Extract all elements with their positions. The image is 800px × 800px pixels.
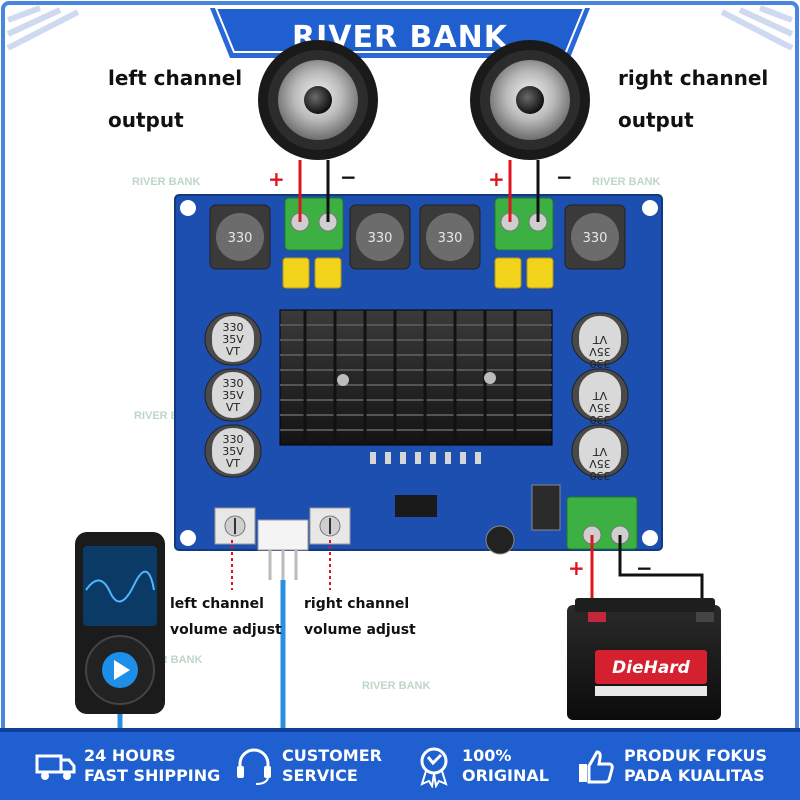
svg-text:VT: VT [593, 445, 608, 458]
watermark-text: RIVER BANK [362, 680, 431, 692]
svg-text:330: 330 [223, 377, 244, 390]
footer-line2: PADA KUALITAS [624, 766, 765, 785]
footer-line1: 100% [462, 746, 512, 765]
truck-icon [35, 754, 76, 780]
right-output-label-2: output [618, 108, 694, 132]
footer-bar [0, 728, 800, 800]
svg-text:35V: 35V [222, 389, 244, 402]
watermark-text: RIVER BANK [132, 176, 201, 188]
svg-text:35V: 35V [222, 445, 244, 458]
footer-item-original: 100%ORIGINAL [412, 738, 549, 794]
svg-text:35V: 35V [589, 345, 611, 358]
footer-line2: ORIGINAL [462, 766, 549, 785]
plus-sign: + [488, 167, 505, 191]
headset-icon [237, 748, 271, 785]
right-speaker-icon [470, 40, 590, 160]
svg-text:VT: VT [226, 457, 241, 470]
car-battery-icon [567, 598, 721, 720]
left-speaker-icon [258, 40, 378, 160]
svg-text:VT: VT [593, 333, 608, 346]
inductor-marking: 330 [228, 231, 253, 246]
left-volume-label-2: volume adjust [170, 622, 282, 638]
svg-text:VT: VT [226, 345, 241, 358]
watermark-text: RIVER BANK [592, 176, 661, 188]
footer-line1: PRODUK FOKUS [624, 746, 768, 765]
footer-line1: 24 HOURS [84, 746, 176, 765]
left-output-label-2: output [108, 108, 184, 132]
inductor-marking: 330 [583, 231, 608, 246]
music-player-icon [75, 532, 165, 714]
right-volume-label-2: volume adjust [304, 622, 416, 638]
svg-text:330: 330 [590, 469, 611, 482]
thumbs-up-icon [579, 750, 614, 784]
cap-marking: 330 [223, 321, 244, 334]
svg-text:330: 330 [590, 357, 611, 370]
right-output-label: right channel [618, 66, 769, 90]
minus-sign: − [556, 165, 573, 189]
footer-line1: CUSTOMER [282, 746, 382, 765]
footer-line2: SERVICE [282, 766, 358, 785]
svg-text:VT: VT [593, 389, 608, 402]
inductor-marking: 330 [438, 231, 463, 246]
right-volume-label: right channel [304, 596, 410, 612]
left-volume-label: left channel [170, 596, 264, 612]
svg-text:35V: 35V [589, 457, 611, 470]
minus-sign: − [636, 556, 653, 580]
plus-sign: + [568, 556, 585, 580]
svg-text:VT: VT [226, 401, 241, 414]
svg-text:330: 330 [223, 433, 244, 446]
svg-text:35V: 35V [589, 401, 611, 414]
inductor-marking: 330 [368, 231, 393, 246]
footer-line2: FAST SHIPPING [84, 766, 221, 785]
battery-brand: DieHard [612, 658, 691, 678]
left-output-label: left channel [108, 66, 243, 90]
minus-sign: − [340, 165, 357, 189]
svg-text:35V: 35V [222, 333, 244, 346]
svg-text:330: 330 [590, 413, 611, 426]
plus-sign: + [268, 167, 285, 191]
badge-icon [420, 747, 448, 788]
